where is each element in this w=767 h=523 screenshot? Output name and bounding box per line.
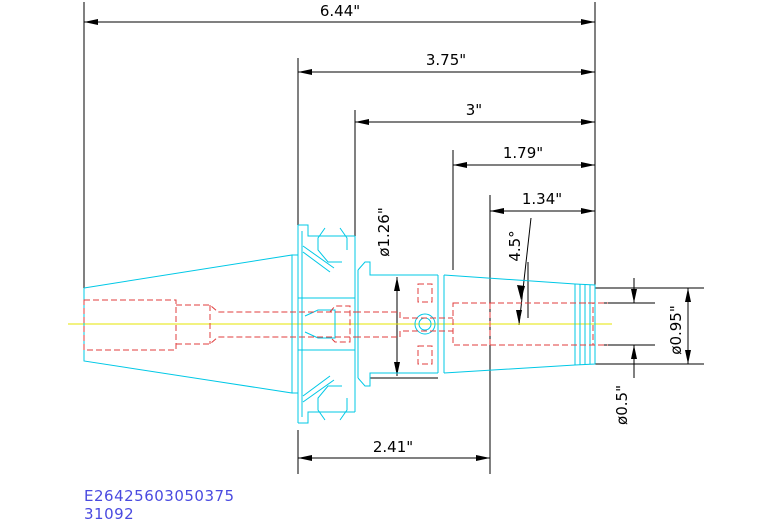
- dim-label-body-to-end: 3": [466, 101, 482, 119]
- dimension-flange-to-nose: 2.41": [298, 438, 490, 461]
- part-number: 31092: [84, 505, 135, 523]
- dim-label-flange-to-end: 3.75": [426, 51, 466, 69]
- dimension-bore-diameter: ø0.5": [613, 278, 637, 425]
- dimension-overall-length: 6.44": [84, 2, 595, 25]
- dimension-body-to-end: 3": [355, 101, 595, 125]
- dimension-flange-to-end: 3.75": [298, 51, 595, 75]
- dimension-body-diameter: ø1.26": [375, 207, 400, 376]
- part-code: E26425603050375: [84, 487, 235, 505]
- dim-label-body-diameter: ø1.26": [375, 207, 393, 256]
- dim-label-overall-length: 6.44": [320, 2, 360, 20]
- dim-label-nose-to-end: 1.79": [503, 144, 543, 162]
- dim-label-nose-diameter: ø0.95": [667, 305, 685, 354]
- dim-label-flange-to-nose: 2.41": [373, 438, 413, 456]
- dimension-nose-diameter: ø0.95": [667, 288, 691, 364]
- dimension-nose-to-end: 1.79": [453, 144, 595, 168]
- tool-holder-outline: [83, 224, 596, 424]
- hidden-lines: [83, 283, 608, 365]
- dimension-taper-angle: 4.5°: [506, 217, 532, 326]
- dim-label-taper-to-end: 1.34": [522, 190, 562, 208]
- dim-label-taper-angle: 4.5°: [506, 230, 524, 261]
- dimension-taper-to-end: 1.34": [490, 190, 595, 214]
- dim-label-bore-diameter: ø0.5": [613, 385, 631, 425]
- extension-lines: [83, 2, 704, 474]
